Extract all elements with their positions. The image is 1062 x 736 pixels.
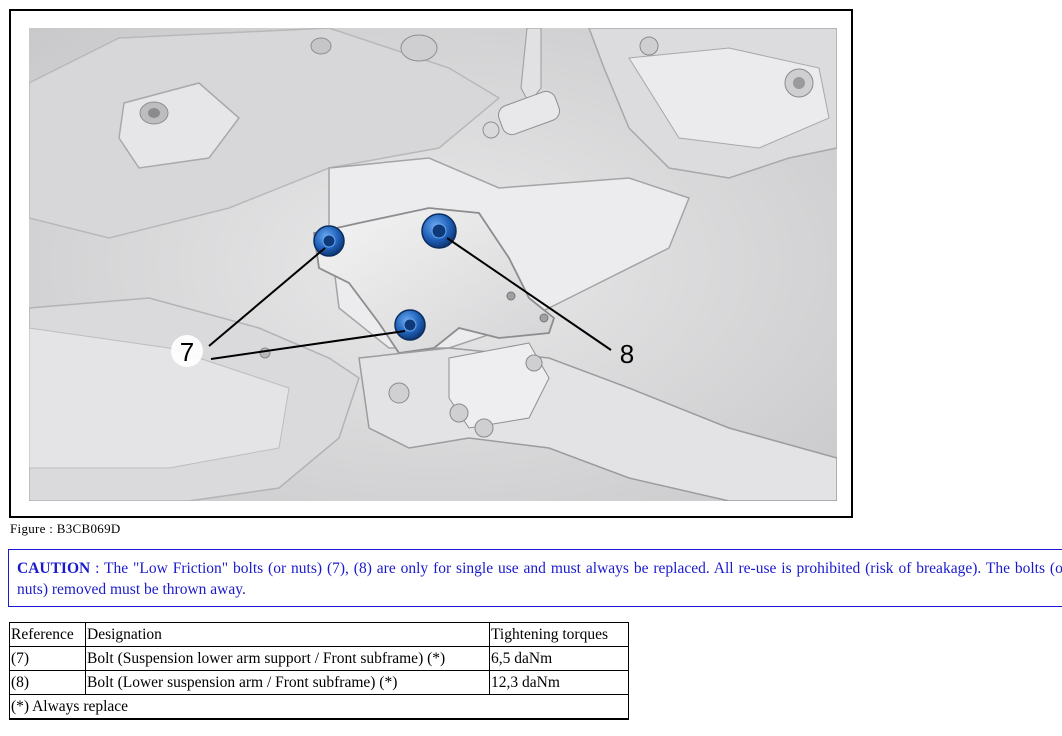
header-designation: Designation xyxy=(85,622,490,647)
header-torque: Tightening torques xyxy=(489,622,629,647)
table-footnote: (*) Always replace xyxy=(9,694,629,720)
row-designation: Bolt (Lower suspension arm / Front subfr… xyxy=(85,670,490,695)
table-header-row: Reference Designation Tightening torques xyxy=(9,622,629,647)
table-row: (7) Bolt (Suspension lower arm support /… xyxy=(9,646,629,671)
figure-frame: 7 8 xyxy=(9,9,853,518)
suspension-illustration: 7 8 xyxy=(29,28,837,501)
table-footnote-row: (*) Always replace xyxy=(9,694,629,720)
row-torque: 12,3 daNm xyxy=(489,670,629,695)
caution-label: CAUTION xyxy=(17,560,91,577)
row-torque: 6,5 daNm xyxy=(489,646,629,671)
figure-caption: Figure : B3CB069D xyxy=(10,521,121,536)
header-reference: Reference xyxy=(9,622,86,647)
caution-box: CAUTION : The "Low Friction" bolts (or n… xyxy=(8,549,1062,607)
row-designation: Bolt (Suspension lower arm support / Fro… xyxy=(85,646,490,671)
callout-7: 7 xyxy=(180,337,194,367)
torque-table: Reference Designation Tightening torques… xyxy=(9,622,629,720)
row-reference: (8) xyxy=(9,670,86,695)
caution-text: : The "Low Friction" bolts (or nuts) (7)… xyxy=(17,560,1062,598)
callout-8: 8 xyxy=(620,339,634,369)
row-reference: (7) xyxy=(9,646,86,671)
table-row: (8) Bolt (Lower suspension arm / Front s… xyxy=(9,670,629,695)
